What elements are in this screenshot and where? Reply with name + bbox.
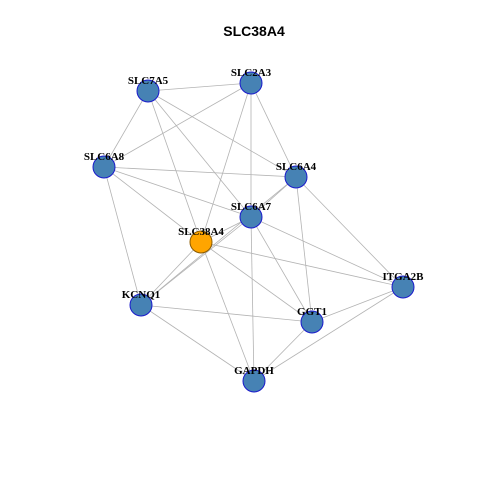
- edge-slc6a4-kcnq1: [140, 176, 297, 306]
- edge-slc6a4-ggt1: [295, 176, 313, 323]
- edge-slc7a5-slc6a7: [147, 90, 252, 218]
- node-kcnq1[interactable]: [129, 293, 153, 317]
- node-slc38a4[interactable]: [189, 230, 213, 254]
- edge-slc7a5-slc6a8: [103, 90, 149, 168]
- edge-slc6a7-gapdh: [250, 216, 255, 382]
- node-slc7a5[interactable]: [136, 79, 160, 103]
- node-slc2a3[interactable]: [239, 71, 263, 95]
- node-label-slc38a4: SLC38A4: [178, 226, 224, 238]
- edge-slc38a4-itga2b: [200, 241, 404, 288]
- edge-slc38a4-gapdh: [200, 241, 255, 382]
- node-label-slc6a4: SLC6A4: [276, 161, 317, 173]
- node-label-slc6a8: SLC6A8: [84, 151, 125, 163]
- node-gapdh[interactable]: [242, 369, 266, 393]
- node-slc6a8[interactable]: [92, 155, 116, 179]
- edges-layer: [103, 82, 404, 382]
- edge-slc2a3-slc6a4: [250, 82, 297, 178]
- edge-slc2a3-slc38a4: [200, 82, 252, 243]
- node-label-ggt1: GGT1: [297, 306, 327, 318]
- edge-slc38a4-kcnq1: [140, 241, 202, 306]
- node-label-slc6a7: SLC6A7: [231, 201, 272, 213]
- node-label-kcnq1: KCNQ1: [122, 289, 161, 301]
- edge-gapdh-itga2b: [253, 286, 404, 382]
- edge-slc7a5-slc38a4: [147, 90, 202, 243]
- edge-slc6a8-kcnq1: [103, 166, 142, 306]
- node-itga2b[interactable]: [391, 275, 415, 299]
- edge-slc6a7-itga2b: [250, 216, 404, 288]
- edge-slc6a8-slc38a4: [103, 166, 202, 243]
- edge-slc6a7-kcnq1: [140, 216, 252, 306]
- edge-slc7a5-slc2a3: [147, 82, 252, 92]
- node-label-gapdh: GAPDH: [234, 365, 274, 377]
- node-label-itga2b: ITGA2B: [383, 271, 425, 283]
- edge-slc6a4-itga2b: [295, 176, 404, 288]
- node-slc6a7[interactable]: [239, 205, 263, 229]
- node-ggt1[interactable]: [300, 310, 324, 334]
- edge-kcnq1-gapdh: [140, 304, 255, 382]
- edge-kcnq1-ggt1: [140, 304, 313, 323]
- node-slc6a4[interactable]: [284, 165, 308, 189]
- nodes-layer: [92, 71, 415, 393]
- edge-slc7a5-slc6a4: [147, 90, 297, 178]
- labels-layer: SLC38A4 SLC2A3SLC7A5SLC6A8SLC6A4SLC6A7ITG…: [84, 67, 424, 377]
- edge-slc38a4-ggt1: [200, 241, 313, 323]
- edge-slc6a8-slc6a4: [103, 166, 297, 178]
- edge-slc2a3-slc6a8: [103, 82, 252, 168]
- node-label-slc2a3: SLC2A3: [231, 67, 272, 79]
- node-label-slc7a5: SLC7A5: [128, 75, 169, 87]
- edge-slc6a8-slc6a7: [103, 166, 252, 218]
- graph-title: SLC38A4: [223, 23, 285, 39]
- edge-slc6a7-ggt1: [250, 216, 313, 323]
- edge-ggt1-gapdh: [253, 321, 313, 382]
- edge-ggt1-itga2b: [311, 286, 404, 323]
